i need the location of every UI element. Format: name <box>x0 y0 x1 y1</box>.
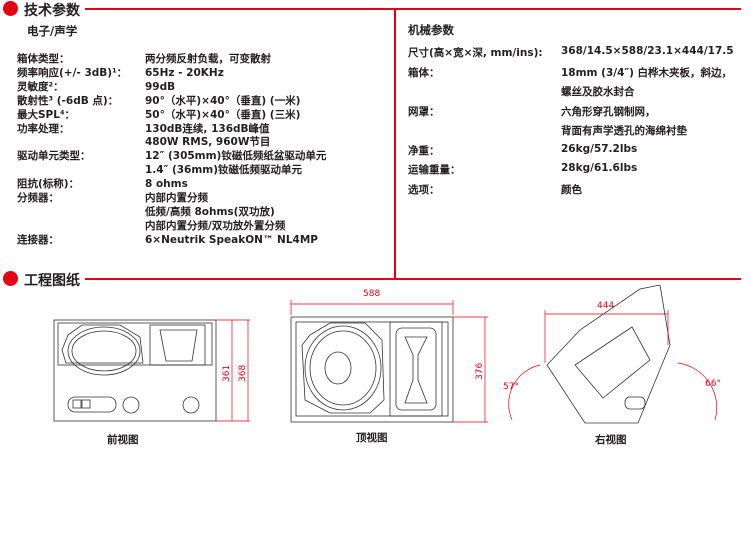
front-dim-outer: 368 <box>238 365 248 382</box>
spec-label: 功率处理： <box>17 122 70 135</box>
spec-value: 颜色 <box>561 183 582 196</box>
spec-value: 两分频反射负载，可变散射 <box>145 53 271 65</box>
divider-vertical <box>394 8 396 279</box>
section-title-specs: 技术参数 <box>24 3 80 19</box>
spec-label: 频率响应(+/- 3dB)¹： <box>17 66 128 79</box>
right-view-drawing <box>546 285 671 424</box>
spec-value: 99dB <box>145 80 176 93</box>
spec-value: 18mm (3/4″) 白桦木夹板，斜边， <box>561 66 733 79</box>
section-title-drawings: 工程图纸 <box>24 273 80 289</box>
spec-label: 尺寸(高×宽×深, mm/ins): <box>408 47 543 59</box>
spec-value: 12″ (305mm)钕磁低频纸盆驱动单元 <box>145 150 327 163</box>
front-view-drawing <box>53 319 217 422</box>
caption-front-view: 前视图 <box>107 434 139 446</box>
spec-label: 灵敏度²： <box>17 80 64 93</box>
spec-value: 50°（水平)×40°（垂直) (三米) <box>145 108 301 121</box>
spec-value: 26kg/57.2lbs <box>561 142 638 155</box>
spec-label: 运输重量： <box>408 164 461 176</box>
caption-right-view: 右视图 <box>595 434 627 446</box>
section-bullet-icon <box>3 1 18 16</box>
section-bullet-icon <box>3 271 18 286</box>
spec-value: 背面有声学透孔的海绵衬垫 <box>561 125 687 137</box>
spec-value: 1.4″ (36mm)钕磁低频驱动单元 <box>145 164 303 177</box>
mechanical-title: 机械参数 <box>408 23 454 37</box>
spec-label: 网罩： <box>408 105 440 118</box>
spec-label: 分频器： <box>17 192 59 204</box>
spec-label: 最大SPL⁴： <box>17 108 76 121</box>
spec-label: 选项： <box>408 183 440 196</box>
front-dim-inner: 361 <box>222 365 232 382</box>
spec-value: 内部内置分频 <box>145 192 208 204</box>
spec-label: 净重： <box>408 144 440 157</box>
spec-label: 箱体类型： <box>17 53 70 65</box>
spec-value: 65Hz - 20KHz <box>145 66 224 79</box>
front-view-dimensions <box>216 319 250 422</box>
spec-label: 箱体： <box>408 66 440 79</box>
spec-value: 低频/高频 8ohms(双功放) <box>145 205 275 218</box>
engineering-drawings: 361 368 588 376 <box>53 285 721 424</box>
top-dim-height: 376 <box>475 363 485 380</box>
right-view-dimensions <box>508 310 718 421</box>
spec-value: 368/14.5×588/23.1×444/17.5 <box>561 45 734 57</box>
divider <box>85 8 741 10</box>
right-angle-left: 57° <box>503 382 519 392</box>
right-dim-depth: 444 <box>597 301 614 311</box>
top-dim-width: 588 <box>363 289 380 299</box>
top-view-dimensions <box>290 300 488 423</box>
spec-value: 130dB连续, 136dB峰值 <box>145 122 270 135</box>
spec-value: 内部内置分频/双功放外置分频 <box>145 219 286 232</box>
spec-label: 阻抗(标称)： <box>17 178 80 191</box>
top-view-drawing <box>290 316 454 423</box>
spec-value: 480W RMS, 960W节目 <box>145 136 271 149</box>
right-angle-right: 66° <box>705 379 721 389</box>
spec-value: 六角形穿孔钢制网， <box>561 105 656 118</box>
spec-label: 散射性³ (-6dB 点)： <box>17 94 119 107</box>
spec-label: 连接器： <box>17 233 59 246</box>
spec-value: 28kg/61.6lbs <box>561 162 638 174</box>
caption-top-view: 顶视图 <box>356 432 388 444</box>
spec-value: 90°（水平)×40°（垂直) (一米) <box>145 94 301 107</box>
divider <box>85 278 741 280</box>
spec-label: 驱动单元类型： <box>17 150 91 163</box>
spec-value: 6×Neutrik SpeakON™ NL4MP <box>145 233 318 246</box>
electronic-title: 电子/声学 <box>27 24 78 38</box>
spec-value: 8 ohms <box>145 178 188 191</box>
spec-value: 螺丝及胶水封合 <box>561 86 635 98</box>
